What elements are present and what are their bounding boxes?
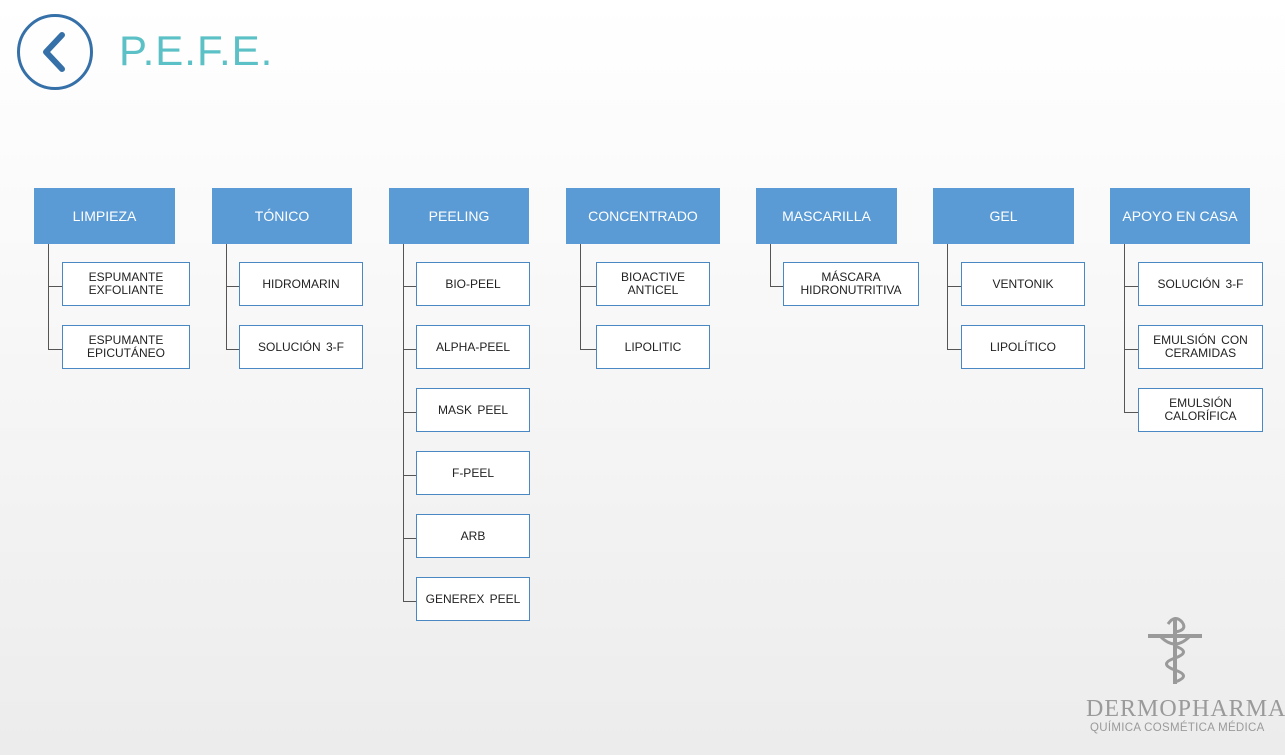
connector-line [1124, 244, 1125, 412]
logo-name: DERMOPHARMA® [1086, 696, 1285, 722]
product-box[interactable]: GENEREX PEEL [416, 577, 530, 621]
connector-line [403, 244, 404, 601]
category-header[interactable]: MASCARILLA [756, 188, 897, 244]
caduceus-icon [1148, 617, 1202, 684]
product-box[interactable]: ALPHA-PEEL [416, 325, 530, 369]
product-box[interactable]: MASK PEEL [416, 388, 530, 432]
back-button[interactable] [17, 14, 93, 90]
logo-tagline: QUÍMICA COSMÉTICA MÉDICA [1090, 722, 1265, 734]
connector-branch [947, 349, 961, 350]
product-box[interactable]: HIDROMARIN [239, 262, 363, 306]
connector-branch [1124, 412, 1138, 413]
chevron-left-icon [43, 32, 65, 72]
page-title: P.E.F.E. [119, 27, 274, 74]
connector-branch [770, 286, 783, 287]
product-box[interactable]: ESPUMANTE EXFOLIANTE [62, 262, 190, 306]
connector-branch [1124, 349, 1138, 350]
connector-branch [403, 286, 416, 287]
product-box[interactable]: VENTONIK [961, 262, 1085, 306]
connector-branch [580, 286, 596, 287]
product-box[interactable]: EMULSIÓN CALORÍFICA [1138, 388, 1263, 432]
connector-line [947, 244, 948, 349]
connector-line [48, 244, 49, 349]
connector-branch [226, 349, 239, 350]
connector-branch [48, 349, 62, 350]
connector-branch [403, 349, 416, 350]
connector-branch [1124, 286, 1138, 287]
product-box[interactable]: LIPOLITIC [596, 325, 710, 369]
connector-line [580, 244, 581, 349]
product-box[interactable]: BIOACTIVE ANTICEL [596, 262, 710, 306]
connector-branch [403, 475, 416, 476]
connector-branch [403, 412, 416, 413]
category-header[interactable]: CONCENTRADO [566, 188, 720, 244]
product-box[interactable]: SOLUCIÓN 3-F [239, 325, 363, 369]
product-box[interactable]: ARB [416, 514, 530, 558]
category-header[interactable]: TÓNICO [212, 188, 352, 244]
connector-branch [580, 349, 596, 350]
connector-line [770, 244, 771, 286]
category-header[interactable]: APOYO EN CASA [1110, 188, 1250, 244]
product-box[interactable]: F-PEEL [416, 451, 530, 495]
connector-branch [403, 538, 416, 539]
category-header[interactable]: GEL [933, 188, 1074, 244]
connector-branch [403, 601, 416, 602]
connector-line [226, 244, 227, 349]
brand-logo: DERMOPHARMA® QUÍMICA COSMÉTICA MÉDICA [1082, 612, 1285, 742]
connector-branch [947, 286, 961, 287]
product-box[interactable]: LIPOLÍTICO [961, 325, 1085, 369]
product-box[interactable]: ESPUMANTE EPICUTÁNEO [62, 325, 190, 369]
category-header[interactable]: LIMPIEZA [34, 188, 175, 244]
product-box[interactable]: SOLUCIÓN 3-F [1138, 262, 1263, 306]
category-header[interactable]: PEELING [389, 188, 529, 244]
product-box[interactable]: EMULSIÓN CON CERAMIDAS [1138, 325, 1263, 369]
connector-branch [226, 286, 239, 287]
product-box[interactable]: MÁSCARA HIDRONUTRITIVA [783, 262, 919, 306]
product-box[interactable]: BIO-PEEL [416, 262, 530, 306]
connector-branch [48, 286, 62, 287]
